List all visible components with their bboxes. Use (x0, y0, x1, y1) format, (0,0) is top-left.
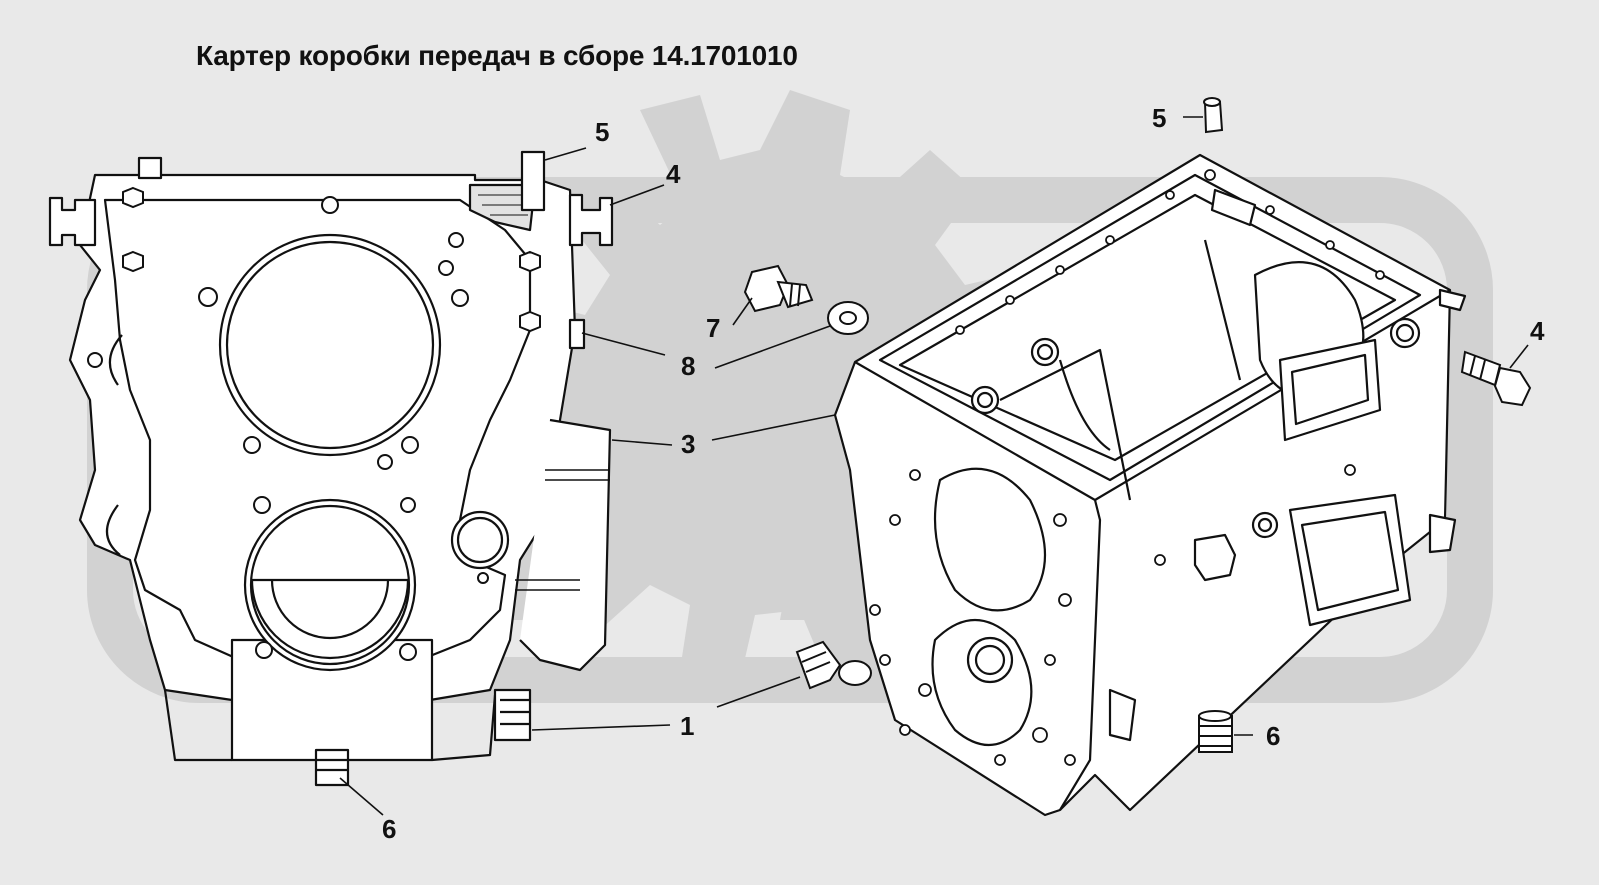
plug-1 (795, 640, 872, 690)
housing-isometric-holes (869, 169, 1385, 766)
bolt-7 (743, 264, 814, 313)
washer-8 (827, 301, 869, 335)
bolt-4-right (1460, 350, 1532, 407)
callout-8: 8 (681, 351, 695, 381)
callout-4-left: 4 (666, 159, 681, 189)
plug-6-right (1198, 710, 1233, 753)
callout-6-left: 6 (382, 814, 396, 844)
pin-5-right (1203, 97, 1224, 134)
page-title: Картер коробки передач в сборе 14.170101… (196, 40, 798, 71)
callout-5-right: 5 (1152, 103, 1166, 133)
callout-5-left: 5 (595, 117, 609, 147)
callout-7: 7 (706, 313, 720, 343)
housing-front-view (48, 150, 614, 787)
callout-3: 3 (681, 429, 695, 459)
callout-6-right: 6 (1266, 721, 1280, 751)
callout-labels: 5 4 7 8 3 1 6 5 4 6 (382, 103, 1545, 844)
leader-lines (339, 116, 1529, 816)
callout-1: 1 (680, 711, 694, 741)
housing-front-holes (87, 186, 541, 661)
callout-4-right: 4 (1530, 316, 1545, 346)
housing-isometric-view (833, 153, 1467, 817)
